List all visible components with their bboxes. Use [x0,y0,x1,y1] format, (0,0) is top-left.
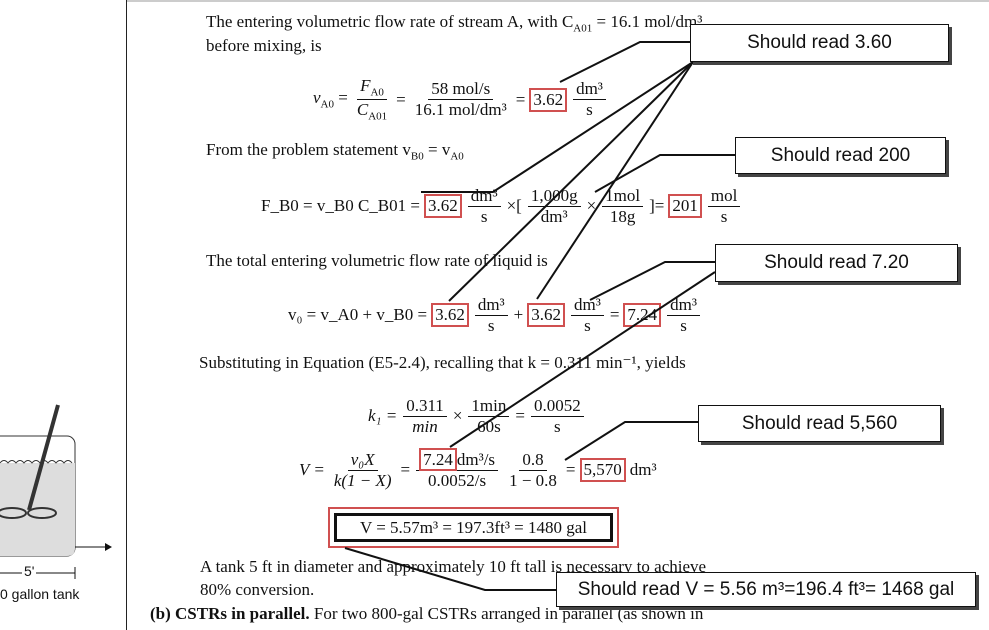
page-top-border [127,0,989,2]
paragraph-line: Substituting in Equation (E5-2.4), recal… [199,353,686,372]
paragraph-line: 80% conversion. [200,580,315,599]
tank-caption: 0 gallon tank [0,586,80,602]
highlight-box: V = 5.57m³ = 197.3ft³ = 1480 gal [328,507,619,548]
paragraph-line: The total entering volumetric flow rate … [206,251,548,270]
highlight-box: 3.62 [529,87,568,112]
callout-note: Should read 3.60 [690,24,949,62]
highlight-box: 3.62 [431,303,469,328]
tank-illustration [0,404,112,579]
tank-dimension-label: 5' [22,563,37,579]
paragraph-line: The entering volumetric flow rate of str… [206,12,703,35]
result-box: V = 5.57m³ = 197.3ft³ = 1480 gal [334,513,613,542]
highlight-box: 3.62 [527,303,565,328]
callout-note: Should read 200 [735,137,946,174]
column-divider [126,0,127,630]
highlight-box: 5,570 [579,458,626,483]
highlight-box: 7.24 [623,303,662,328]
paragraph-line: (b) CSTRs in parallel. For two 800-gal C… [150,604,704,623]
callout-note: Should read 7.20 [715,244,958,282]
callout-note: Should read V = 5.56 m³=196.4 ft³= 1468 … [556,572,976,607]
highlight-box: 201 [668,194,702,219]
paragraph-line: before mixing, is [206,36,322,55]
highlight-box: 3.62 [424,194,462,219]
paragraph-line: From the problem statement vB0 = vA0 [206,140,464,163]
highlight-box: 7.24 [419,448,457,471]
callout-note: Should read 5,560 [698,405,941,442]
